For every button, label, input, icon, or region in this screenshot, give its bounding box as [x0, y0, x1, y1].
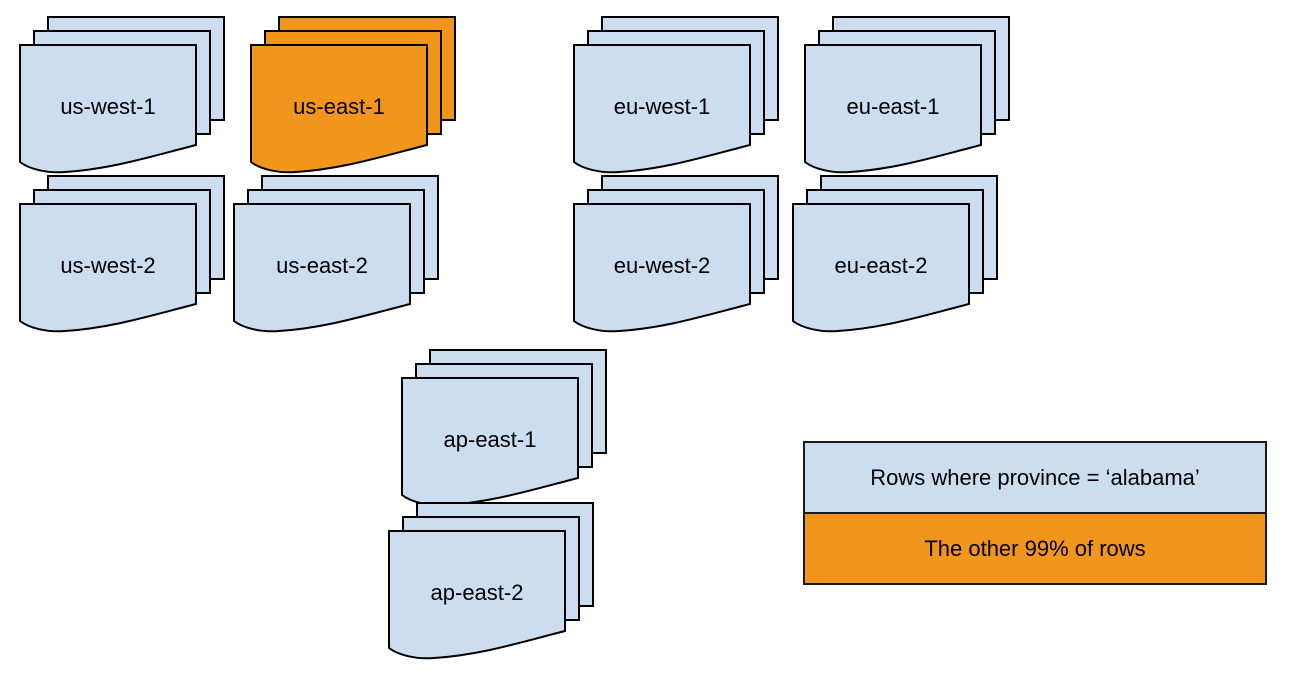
region-stack-eu-west-1: eu-west-1 — [573, 16, 779, 174]
documents-stack-icon: eu-east-2 — [792, 175, 998, 333]
region-label: us-west-2 — [60, 253, 155, 278]
legend-item-label: The other 99% of rows — [924, 535, 1146, 561]
documents-stack-icon: us-east-2 — [233, 175, 439, 333]
region-label: ap-east-1 — [444, 427, 537, 452]
region-stack-eu-west-2: eu-west-2 — [573, 175, 779, 333]
documents-stack-icon: ap-east-2 — [388, 502, 594, 660]
documents-stack-icon: us-west-1 — [19, 16, 225, 174]
documents-stack-icon: ap-east-1 — [401, 349, 607, 507]
region-stack-us-west-2: us-west-2 — [19, 175, 225, 333]
region-label: eu-east-2 — [835, 253, 928, 278]
region-label: us-east-2 — [276, 253, 368, 278]
region-stack-ap-east-2: ap-east-2 — [388, 502, 594, 660]
documents-stack-icon: us-east-1 — [250, 16, 456, 174]
region-label: us-west-1 — [60, 94, 155, 119]
region-label: eu-west-1 — [614, 94, 711, 119]
region-stack-eu-east-1: eu-east-1 — [804, 16, 1010, 174]
region-label: eu-east-1 — [847, 94, 940, 119]
documents-stack-icon: eu-east-1 — [804, 16, 1010, 174]
region-label: us-east-1 — [293, 94, 385, 119]
region-stack-ap-east-1: ap-east-1 — [401, 349, 607, 507]
region-stack-eu-east-2: eu-east-2 — [792, 175, 998, 333]
documents-stack-icon: us-west-2 — [19, 175, 225, 333]
legend: Rows where province = ‘alabama’ The othe… — [803, 441, 1267, 585]
documents-stack-icon: eu-west-1 — [573, 16, 779, 174]
region-stack-us-east-2: us-east-2 — [233, 175, 439, 333]
region-stack-us-west-1: us-west-1 — [19, 16, 225, 174]
region-label: ap-east-2 — [431, 580, 524, 605]
legend-item-other-rows: The other 99% of rows — [805, 514, 1265, 583]
legend-item-alabama-rows: Rows where province = ‘alabama’ — [805, 443, 1265, 514]
region-stack-us-east-1: us-east-1 — [250, 16, 456, 174]
region-label: eu-west-2 — [614, 253, 711, 278]
legend-item-label: Rows where province = ‘alabama’ — [870, 464, 1200, 490]
documents-stack-icon: eu-west-2 — [573, 175, 779, 333]
